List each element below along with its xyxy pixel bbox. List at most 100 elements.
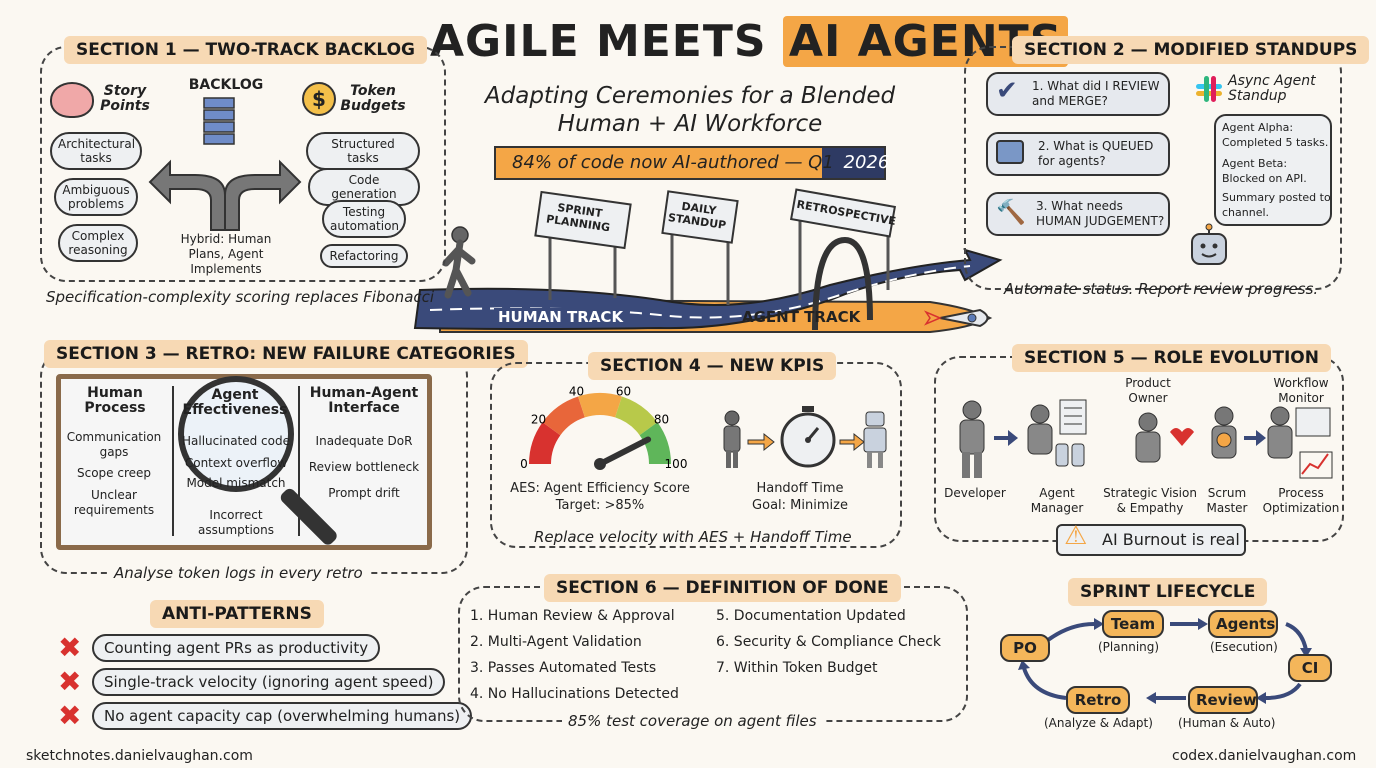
slack-logo-icon <box>1196 76 1222 102</box>
async-message-2: Agent Beta: Blocked on API. <box>1222 157 1307 185</box>
question-1-text: 1. What did I REVIEW and MERGE? <box>1032 79 1160 108</box>
handoff-name: Handoff Time <box>756 481 844 496</box>
item-testing-automation: Testing automation <box>322 200 406 238</box>
col-human-process-head: Human Process <box>84 385 146 416</box>
lifecycle-team: Team <box>1102 610 1164 638</box>
dod-item-1: 1. Human Review & Approval <box>470 608 675 624</box>
product-owner-figure-icon <box>1135 412 1194 463</box>
role-agent-manager: Agent Manager <box>1030 486 1084 515</box>
coin-icon: $ <box>302 82 336 116</box>
main-title: AGILE MEETS AI AGENTS <box>430 16 1069 67</box>
lifecycle-title: SPRINT LIFECYCLE <box>1068 578 1268 606</box>
lifecycle-po: PO <box>1000 634 1050 662</box>
backlog-stack-icon <box>203 97 235 145</box>
anti-pattern-3: No agent capacity cap (overwhelming huma… <box>92 702 473 730</box>
rocket-icon <box>923 308 989 328</box>
agent-track-label: AGENT TRACK <box>742 308 861 326</box>
fork-arrows-icon <box>148 159 302 231</box>
gauge-segment <box>578 393 622 418</box>
checkmark-icon: ✔ <box>996 76 1018 106</box>
gauge-segment <box>542 396 586 436</box>
burnout-warning-text: AI Burnout is real <box>1102 530 1240 549</box>
scrum-master-figure-icon <box>1211 406 1237 459</box>
daily-standup-sign <box>661 190 739 305</box>
section-1-title: SECTION 1 — TWO-TRACK BACKLOG <box>64 36 427 64</box>
gauge-segment <box>639 422 671 465</box>
role-process-optimization: Process Optimization <box>1262 486 1340 515</box>
lifecycle-arrows <box>1018 618 1312 704</box>
lifecycle-review-sub: (Human & Auto) <box>1178 716 1276 730</box>
lifecycle-retro-sub: (Analyze & Adapt) <box>1044 716 1153 730</box>
magnifier-lens <box>178 376 294 492</box>
robot-icon <box>1191 223 1227 265</box>
section-2-title: SECTION 2 — MODIFIED STANDUPS <box>1012 36 1370 64</box>
section-4-title: SECTION 4 — NEW KPIS <box>588 352 837 380</box>
gavel-icon: 🔨 <box>996 198 1026 226</box>
gauge-tick-label: 40 <box>569 385 584 399</box>
dod-item-7: 7. Within Token Budget <box>716 660 878 676</box>
col-human-item-2: Scope creep <box>76 466 152 480</box>
footer-left-url[interactable]: sketchnotes.danielvaughan.com <box>26 748 253 764</box>
gauge-hub <box>594 458 606 470</box>
walking-person-icon <box>442 226 476 299</box>
hybrid-label: Hybrid: Human Plans, Agent Implements <box>180 232 272 276</box>
col-interface-head: Human-Agent Interface <box>309 385 419 416</box>
section-1-caption: Specification-complexity scoring replace… <box>46 288 435 306</box>
dod-item-4: 4. No Hallucinations Detected <box>470 686 679 702</box>
gauge-tick-label: 100 <box>665 457 688 471</box>
lifecycle-team-sub: (Planning) <box>1098 640 1160 654</box>
agent-manager-figure-icon <box>1027 399 1087 467</box>
title-prefix: AGILE MEETS <box>430 16 767 67</box>
item-structured-tasks: Structured tasks <box>306 132 420 170</box>
x-mark-icon: ✖ <box>58 665 82 698</box>
human-figure-icon <box>723 410 741 468</box>
dod-item-3: 3. Passes Automated Tests <box>470 660 657 676</box>
dod-item-5: 5. Documentation Updated <box>716 608 906 624</box>
async-message-3: Summary posted to channel. <box>1222 191 1331 219</box>
handoff-illustration <box>723 406 887 468</box>
item-architectural-tasks: Architectural tasks <box>50 132 142 170</box>
item-refactoring: Refactoring <box>320 244 408 268</box>
col-agent-item-2: Context overflow <box>184 456 288 470</box>
async-chat-panel: Agent Alpha: Completed 5 tasks. Agent Be… <box>1214 114 1332 226</box>
section-4-caption: Replace velocity with AES + Handoff Time <box>528 528 858 546</box>
gauge-segment <box>614 396 658 436</box>
gauge-tick-label: 60 <box>616 385 631 399</box>
human-track-label: HUMAN TRACK <box>494 308 628 326</box>
standup-question-1: ✔ 1. What did I REVIEW and MERGE? <box>986 72 1170 116</box>
col-human-item-1: Communication gaps <box>66 430 162 459</box>
section-6-caption: 85% test coverage on agent files <box>562 712 823 730</box>
workflow-monitor-figure-icon <box>1267 406 1333 479</box>
warning-icon: ⚠ <box>1064 521 1088 551</box>
story-points-label: Story Points <box>100 83 150 114</box>
col-interface-item-2: Review bottleneck <box>308 460 420 474</box>
lifecycle-agents: Agents <box>1208 610 1278 638</box>
x-mark-icon: ✖ <box>58 699 82 732</box>
col-agent-head: Agent Effectiveness <box>182 387 288 418</box>
subtitle: Adapting Ceremonies for a Blended Human … <box>450 82 930 138</box>
gauge-tick-label: 20 <box>531 412 546 426</box>
dod-item-2: 2. Multi-Agent Validation <box>470 634 642 650</box>
item-complex-reasoning: Complex reasoning <box>58 224 138 262</box>
lifecycle-retro: Retro <box>1066 686 1130 714</box>
role-scrum-master: Scrum Master <box>1206 486 1248 515</box>
stopwatch-icon <box>780 406 836 468</box>
x-mark-icon: ✖ <box>58 631 82 664</box>
role-strategic-vision: Strategic Vision & Empathy <box>1103 486 1197 515</box>
burnout-warning: ⚠ AI Burnout is real <box>1056 521 1246 556</box>
footer-right-url[interactable]: codex.danielvaughan.com <box>1172 748 1357 764</box>
col-interface-item-1: Inadequate DoR <box>315 434 413 448</box>
stat-banner-year: 2026 <box>843 152 890 173</box>
role-developer: Developer <box>944 486 1006 500</box>
item-code-generation: Code generation <box>308 168 420 206</box>
lifecycle-agents-sub: (Esecution) <box>1210 640 1278 654</box>
handoff-goal: Goal: Minimize <box>752 498 848 513</box>
chat-bubbles-icon <box>996 140 1024 164</box>
subtitle-line-2: Human + AI Workforce <box>557 111 823 137</box>
async-standup-title: Async Agent Standup <box>1228 73 1316 104</box>
role-evolution-illustration <box>959 399 1333 479</box>
item-ambiguous-problems: Ambiguous problems <box>54 178 138 216</box>
stat-banner: 84% of code now AI-authored — Q1 2026 <box>494 146 889 180</box>
question-2-text: 2. What is QUEUED for agents? <box>1038 139 1154 168</box>
